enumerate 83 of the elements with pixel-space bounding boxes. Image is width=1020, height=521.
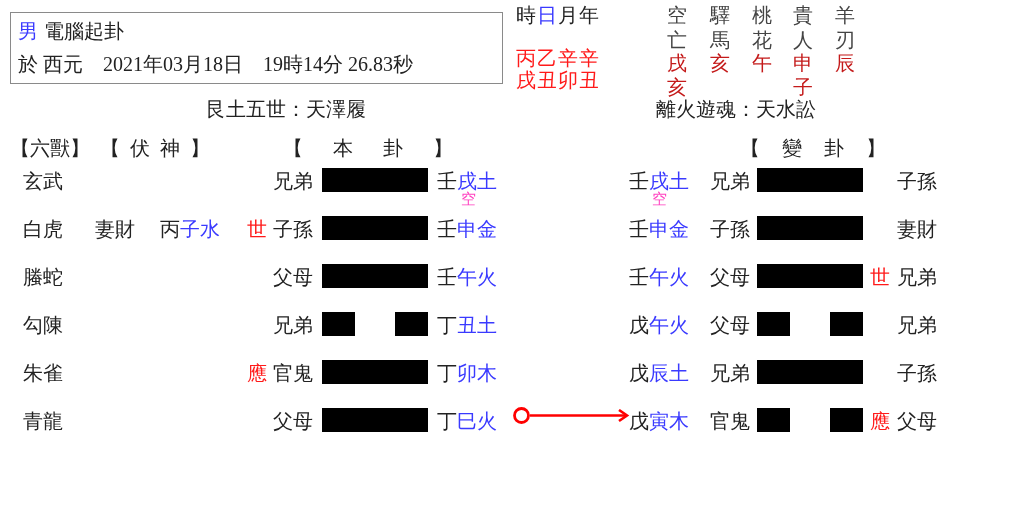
star-branch: 午 xyxy=(752,51,772,75)
yin-line-segment xyxy=(830,408,863,432)
relation-name: 兄弟 xyxy=(897,314,937,336)
relation-name: 子孫 xyxy=(897,362,937,384)
shi-ying-marker: 應 xyxy=(870,410,890,432)
shi-ying-marker: 世 xyxy=(870,266,890,288)
line-branch: 壬申金 xyxy=(629,218,689,240)
column-header: 【伏神】 xyxy=(100,137,210,159)
hexagram-title: 離火遊魂：天水訟 xyxy=(656,98,816,120)
heavenly-stem: 辛 xyxy=(579,47,599,69)
relation-name: 父母 xyxy=(897,410,937,432)
shi-ying-marker: 世 xyxy=(247,218,267,240)
pillar-label: 日 xyxy=(537,4,557,26)
pillar-label: 時 xyxy=(516,4,536,26)
earthly-branch: 丑 xyxy=(537,69,557,91)
spirit-name: 朱雀 xyxy=(23,362,63,384)
heavenly-stem: 乙 xyxy=(537,47,557,69)
line-branch: 壬午火 xyxy=(437,266,497,288)
line-branch: 丁巳火 xyxy=(437,410,497,432)
yin-line-segment xyxy=(395,312,428,336)
hexagram-title: 艮土五世：天澤履 xyxy=(206,98,366,120)
spirit-name: 玄武 xyxy=(23,170,63,192)
yin-line-segment xyxy=(322,312,355,336)
method-label: 電腦起卦 xyxy=(44,20,124,42)
line-branch: 壬午火 xyxy=(629,266,689,288)
info-panel xyxy=(10,12,503,84)
relation-name: 父母 xyxy=(710,314,750,336)
relation-name: 官鬼 xyxy=(273,362,313,384)
relation-name: 子孫 xyxy=(710,218,750,240)
earthly-branch: 卯 xyxy=(558,69,578,91)
earthly-branch: 丑 xyxy=(579,69,599,91)
line-branch: 丁卯木 xyxy=(437,362,497,384)
line-branch: 戊午火 xyxy=(629,314,689,336)
column-header: 【本卦】 xyxy=(283,137,453,159)
star-branch: 申子 xyxy=(793,51,813,99)
relation-name: 父母 xyxy=(273,410,313,432)
line-branch: 戊辰土 xyxy=(629,362,689,384)
shi-ying-marker: 應 xyxy=(247,362,267,384)
star-name: 羊刃 xyxy=(835,3,855,53)
void-marker: 空 xyxy=(651,191,667,207)
relation-name: 兄弟 xyxy=(897,266,937,288)
line-branch: 壬戌土 xyxy=(437,170,497,192)
spirit-name: 勾陳 xyxy=(23,314,63,336)
yin-line-segment xyxy=(830,312,863,336)
yin-line-segment xyxy=(757,408,790,432)
line-branch: 壬戌土 xyxy=(629,170,689,192)
line-branch: 戊寅木 xyxy=(629,410,689,432)
star-branch: 辰 xyxy=(835,51,855,75)
relation-name: 子孫 xyxy=(897,170,937,192)
spirit-name: 白虎 xyxy=(23,218,63,240)
column-header: 【六獸】 xyxy=(10,137,90,159)
relation-name: 兄弟 xyxy=(273,314,313,336)
void-marker: 空 xyxy=(460,191,476,207)
spirit-name: 螣蛇 xyxy=(23,266,63,288)
pillar-label: 年 xyxy=(579,4,599,26)
relation-name: 父母 xyxy=(710,266,750,288)
relation-name: 官鬼 xyxy=(710,410,750,432)
heavenly-stem: 辛 xyxy=(558,47,578,69)
relation-name: 子孫 xyxy=(273,218,313,240)
circle-marker xyxy=(513,407,530,424)
date-time-text: 於 西元 2021年03月18日 19時14分 26.83秒 xyxy=(18,53,413,75)
star-name: 驛馬 xyxy=(710,3,730,53)
line-branch: 丁丑土 xyxy=(437,314,497,336)
relation-name: 兄弟 xyxy=(710,170,750,192)
hidden-relation: 妻財 xyxy=(95,218,135,240)
star-branch: 亥 xyxy=(710,51,730,75)
column-header: 【變卦】 xyxy=(740,137,886,159)
hidden-branch: 丙子水 xyxy=(160,218,220,240)
relation-name: 兄弟 xyxy=(273,170,313,192)
arrow xyxy=(530,408,629,423)
relation-name: 妻財 xyxy=(897,218,937,240)
star-branch: 戌亥 xyxy=(667,51,687,99)
gender-label: 男 xyxy=(18,20,38,42)
relation-name: 父母 xyxy=(273,266,313,288)
star-name: 貴人 xyxy=(793,3,813,53)
spirit-name: 青龍 xyxy=(23,410,63,432)
relation-name: 兄弟 xyxy=(710,362,750,384)
star-name: 桃花 xyxy=(752,3,772,53)
yin-line-segment xyxy=(757,312,790,336)
earthly-branch: 戌 xyxy=(516,69,536,91)
line-branch: 壬申金 xyxy=(437,218,497,240)
pillar-label: 月 xyxy=(558,4,578,26)
star-name: 空亡 xyxy=(667,3,687,53)
